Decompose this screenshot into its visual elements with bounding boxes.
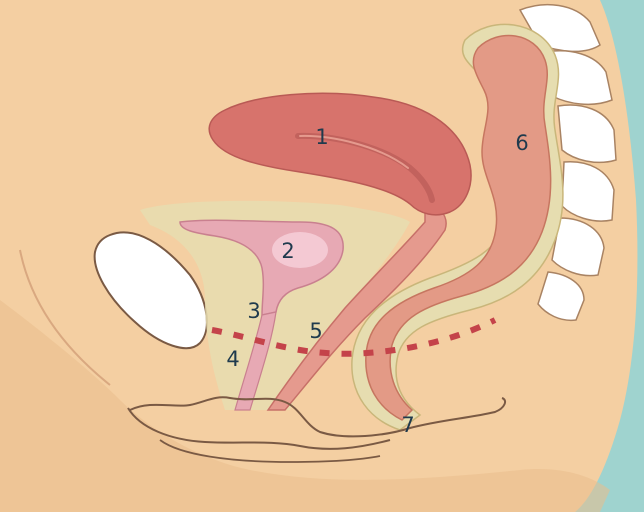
label-3: 3: [247, 299, 260, 323]
label-6: 6: [515, 131, 528, 155]
label-4: 4: [226, 347, 239, 371]
label-2: 2: [281, 239, 294, 263]
label-1: 1: [315, 125, 328, 149]
label-7: 7: [401, 413, 414, 437]
label-5: 5: [309, 319, 322, 343]
